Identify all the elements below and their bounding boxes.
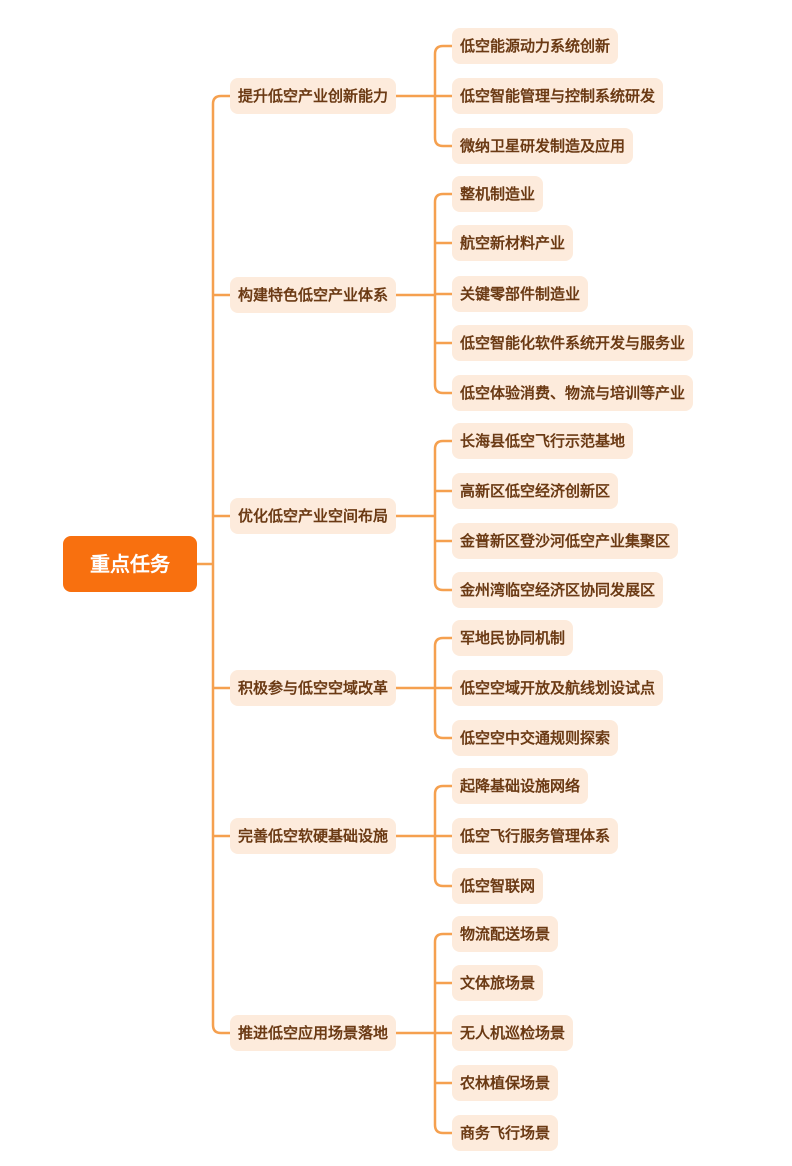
leaf-node[interactable]: 低空体验消费、物流与培训等产业	[452, 375, 694, 411]
main-trunk	[211, 94, 230, 1035]
leaf-node[interactable]: 低空智能管理与控制系统研发	[452, 78, 664, 114]
leaf-node[interactable]: 航空新材料产业	[452, 225, 574, 261]
leaf-node[interactable]: 低空飞行服务管理体系	[452, 818, 619, 854]
leaf-node[interactable]: 低空空中交通规则探索	[452, 720, 619, 756]
leaf-node[interactable]: 军地民协同机制	[452, 620, 574, 656]
branch-node[interactable]: 完善低空软硬基础设施	[230, 818, 397, 854]
children-trunk	[433, 439, 452, 592]
leaf-node[interactable]: 农林植保场景	[452, 1065, 559, 1101]
leaf-node[interactable]: 高新区低空经济创新区	[452, 473, 619, 509]
leaf-node[interactable]: 整机制造业	[452, 176, 544, 212]
leaf-node[interactable]: 金普新区登沙河低空产业集聚区	[452, 523, 679, 559]
leaf-node[interactable]: 微纳卫星研发制造及应用	[452, 128, 634, 164]
leaf-node[interactable]: 低空空域开放及航线划设试点	[452, 670, 664, 706]
leaf-node[interactable]: 低空能源动力系统创新	[452, 28, 619, 64]
leaf-node[interactable]: 文体旅场景	[452, 965, 544, 1001]
branch-node[interactable]: 积极参与低空空域改革	[230, 670, 397, 706]
branch-node[interactable]: 优化低空产业空间布局	[230, 498, 397, 534]
leaf-node[interactable]: 低空智能化软件系统开发与服务业	[452, 325, 694, 361]
leaf-node[interactable]: 长海县低空飞行示范基地	[452, 423, 634, 459]
branch-node[interactable]: 构建特色低空产业体系	[230, 277, 397, 313]
leaf-node[interactable]: 金州湾临空经济区协同发展区	[452, 572, 664, 608]
leaf-node[interactable]: 物流配送场景	[452, 916, 559, 952]
leaf-node[interactable]: 起降基础设施网络	[452, 768, 589, 804]
branch-node[interactable]: 推进低空应用场景落地	[230, 1015, 397, 1051]
leaf-node[interactable]: 无人机巡检场景	[452, 1015, 574, 1051]
leaf-node[interactable]: 关键零部件制造业	[452, 276, 589, 312]
leaf-node[interactable]: 低空智联网	[452, 868, 544, 904]
branch-node[interactable]: 提升低空产业创新能力	[230, 78, 397, 114]
leaf-node[interactable]: 商务飞行场景	[452, 1115, 559, 1151]
root-node[interactable]: 重点任务	[63, 536, 197, 592]
